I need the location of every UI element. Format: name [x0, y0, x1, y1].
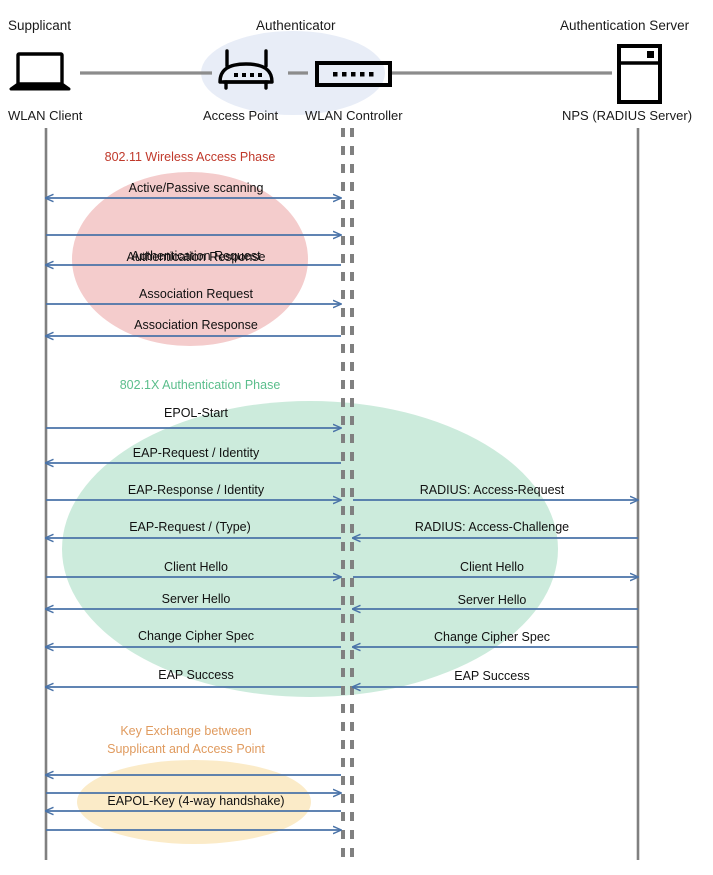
phase-ellipse-key-exchange: [77, 760, 311, 844]
phase-label-key-exchange-line2: Supplicant and Access Point: [107, 742, 265, 756]
phase-label-dot1x-authentication: 802.1X Authentication Phase: [119, 378, 281, 392]
actor-device-nps: NPS (RADIUS Server): [562, 108, 693, 123]
message-label-m07: EAP-Request / Identity: [132, 446, 260, 460]
wireless-router-icon: [218, 49, 274, 90]
message-label-m13: EAP Success: [158, 668, 234, 682]
phase-ellipse-wireless-access: [72, 172, 308, 346]
message-label-m15: RADIUS: Access-Challenge: [414, 520, 570, 534]
message-label-m02: Authentication Request: [131, 249, 261, 263]
message-arrow-group: [46, 198, 638, 830]
server-rack-icon: [617, 44, 662, 104]
message-label-m08: EAP-Response / Identity: [127, 483, 265, 497]
laptop-icon: [9, 52, 71, 91]
actor-device-wlan-client: WLAN Client: [8, 108, 83, 123]
message-label-m09: EAP-Request / (Type): [129, 520, 251, 534]
message-label-m01: Active/Passive scanning: [128, 181, 264, 195]
actor-device-access-point: Access Point: [203, 108, 279, 123]
message-label-m05: Association Response: [134, 318, 258, 332]
message-label-m22: EAPOL-Key (4-way handshake): [107, 794, 285, 808]
actor-role-authenticator: Authenticator: [256, 18, 336, 33]
message-label-m06: EPOL-Start: [164, 406, 228, 420]
message-label-m11: Server Hello: [161, 592, 231, 606]
phase-ellipse-group: [62, 172, 558, 844]
actor-role-supplicant: Supplicant: [8, 18, 72, 33]
actor-role-auth-server: Authentication Server: [560, 18, 690, 33]
message-label-m18: Change Cipher Spec: [433, 630, 551, 644]
message-label-m17: Server Hello: [457, 593, 527, 607]
phase-label-key-exchange-line1: Key Exchange between: [120, 724, 252, 738]
actor-device-wlan-controller: WLAN Controller: [305, 108, 403, 123]
network-switch-icon: [315, 61, 392, 87]
message-label-m16: Client Hello: [460, 560, 524, 574]
phase-label-wireless-access: 802.11 Wireless Access Phase: [104, 150, 276, 164]
message-label-m04: Association Request: [139, 287, 253, 301]
message-label-m14: RADIUS: Access-Request: [419, 483, 565, 497]
phase-ellipse-dot1x-authentication: [62, 401, 558, 697]
message-label-m10: Client Hello: [164, 560, 228, 574]
lifeline-group: [44, 128, 640, 860]
message-label-m12: Change Cipher Spec: [137, 629, 255, 643]
message-label-m19: EAP Success: [454, 669, 530, 683]
message-label-m03: Authentication Response: [126, 250, 266, 264]
